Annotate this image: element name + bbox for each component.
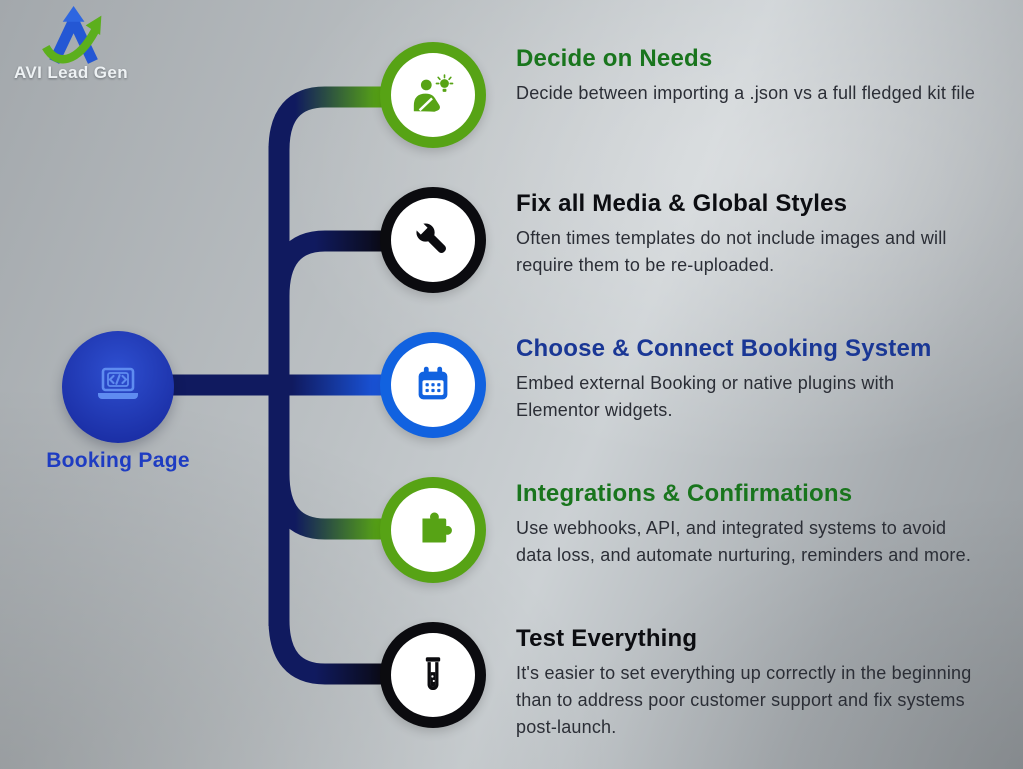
step-integrations-confirmations: Integrations & Confirmations Use webhook… (380, 477, 986, 583)
puzzle-piece-icon (422, 512, 452, 543)
step-title: Decide on Needs (516, 45, 713, 72)
brand-logo-text: AVI Lead Gen (14, 63, 129, 82)
root-node-circle (62, 331, 174, 443)
step-choose-connect-booking-system: Choose & Connect Booking System Embed ex… (380, 332, 946, 438)
step-description: Embed external Booking or native plugins… (516, 373, 895, 420)
test-tube-icon (425, 657, 441, 691)
step-title: Fix all Media & Global Styles (516, 190, 848, 217)
step-description: It's easier to set everything up correct… (516, 663, 972, 737)
step-title: Choose & Connect Booking System (516, 335, 932, 362)
calendar-icon (418, 366, 448, 400)
step-fix-media-global-styles: Fix all Media & Global Styles Often time… (380, 187, 1004, 293)
laptop-code-icon (98, 367, 138, 399)
step-icon-circle (380, 187, 486, 293)
step-title: Test Everything (516, 625, 698, 652)
root-node-label: Booking Page (46, 449, 190, 472)
step-decide-on-needs: Decide on Needs Decide between importing… (380, 42, 975, 148)
step-test-everything: Test Everything It's easier to set every… (380, 622, 1000, 741)
step-icon-circle (380, 622, 486, 728)
step-icon-circle (380, 477, 486, 583)
step-title: Integrations & Confirmations (516, 480, 853, 507)
step-description: Decide between importing a .json vs a fu… (516, 83, 976, 103)
avi-monogram-arrows-icon (42, 6, 102, 64)
brand-logo: AVI Lead Gen (14, 6, 174, 83)
step-icon-circle (380, 42, 486, 148)
step-icon-circle (380, 332, 486, 438)
step-description: Use webhooks, API, and integrated system… (516, 518, 972, 565)
wrench-icon (413, 220, 446, 253)
thinking-person-lightbulb-icon (413, 74, 454, 112)
step-description: Often times templates do not include ima… (516, 228, 947, 275)
